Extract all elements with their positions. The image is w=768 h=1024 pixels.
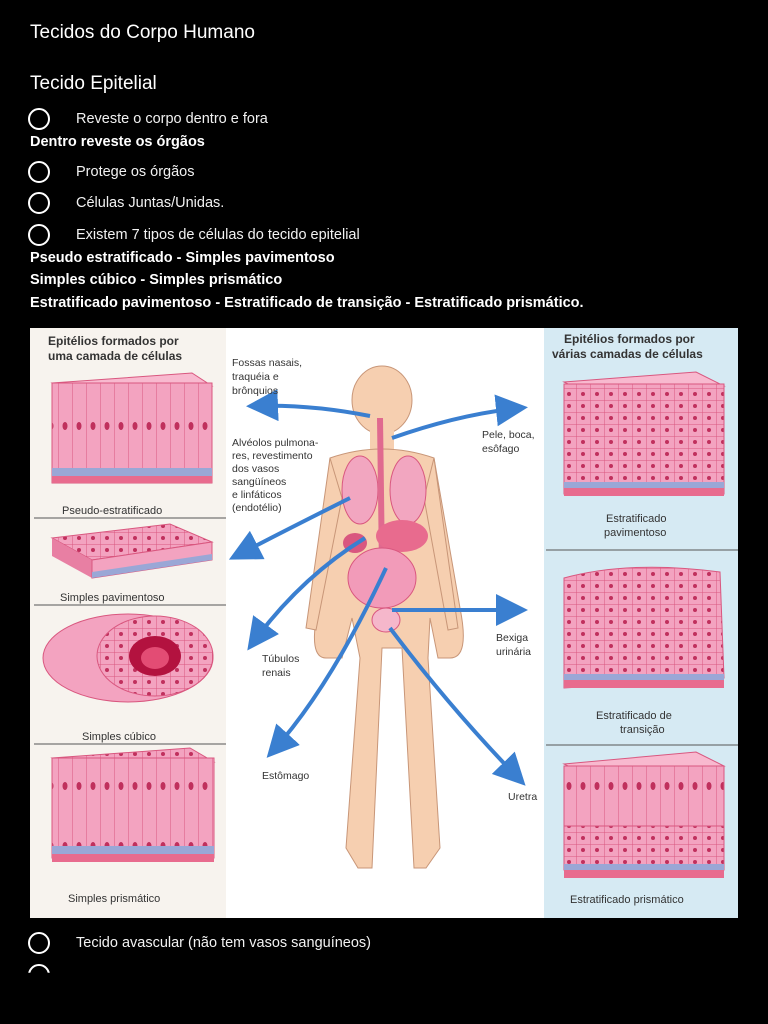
indicator-arrows — [228, 389, 528, 786]
caption-transitional: transição — [620, 724, 665, 736]
organ-labels: Fossas nasais, traquéia e brônquios Alvé… — [232, 357, 537, 803]
simple-squamous-tissue — [50, 523, 214, 579]
radio-circle-icon[interactable] — [28, 932, 50, 954]
label-pele: esôfago — [482, 443, 520, 455]
label-uretra: Uretra — [508, 791, 537, 803]
label-tubulos: Túbulos — [262, 653, 299, 665]
radio-circle-icon[interactable] — [28, 108, 50, 130]
caption-simple-columnar: Simples prismático — [68, 893, 160, 905]
list-item-text: Existem 7 tipos de células do tecido epi… — [76, 227, 360, 243]
list-item: Células Juntas/Unidas. — [28, 190, 224, 216]
label-fossas: traquéia e — [232, 371, 279, 383]
note-text: Dentro reveste os órgãos — [30, 134, 205, 150]
label-bexiga: Bexiga — [496, 632, 528, 644]
left-header-line: Epitélios formados por — [48, 334, 179, 348]
left-header-line: uma camada de células — [48, 349, 182, 363]
caption-transitional: Estratificado de — [596, 710, 672, 722]
note-text: Estratificado pavimentoso - Estratificad… — [30, 295, 584, 311]
stratified-columnar-tissue — [562, 751, 726, 878]
label-estomago: Estômago — [262, 770, 309, 782]
note-text: Pseudo estratificado - Simples pavimento… — [30, 250, 335, 266]
note-text: Simples cúbico - Simples prismático — [30, 272, 283, 288]
caption-simple-cuboidal: Simples cúbico — [82, 731, 156, 743]
stratified-squamous-tissue — [562, 371, 726, 496]
transitional-tissue — [563, 566, 725, 689]
label-pele: Pele, boca, — [482, 429, 535, 441]
label-alveolos: e linfáticos — [232, 489, 282, 501]
list-item-text: Protege os órgãos — [76, 164, 195, 180]
pseudostratified-tissue — [50, 372, 214, 484]
list-item: Tecido avascular (não tem vasos sanguíne… — [28, 930, 371, 956]
caption-stratified-squamous: Estratificado — [606, 513, 667, 525]
list-item: Existem 7 tipos de células do tecido epi… — [28, 222, 360, 248]
label-fossas: brônquios — [232, 385, 278, 397]
list-item: Reveste o corpo dentro e fora — [28, 106, 268, 132]
radio-circle-icon[interactable] — [28, 192, 50, 214]
list-item-text: Células Juntas/Unidas. — [76, 195, 225, 211]
label-alveolos: res, revestimento — [232, 450, 313, 462]
list-item-text: Tecido avascular (não tem vasos sanguíne… — [76, 935, 371, 951]
label-alveolos: Alvéolos pulmona- — [232, 437, 319, 449]
label-alveolos: sangüíneos — [232, 476, 286, 488]
label-fossas: Fossas nasais, — [232, 357, 302, 369]
radio-circle-icon[interactable] — [28, 224, 50, 246]
caption-pseudostratified: Pseudo-estratificado — [62, 505, 162, 517]
caption-stratified-columnar: Estratificado prismático — [570, 894, 684, 906]
simple-columnar-tissue — [50, 747, 216, 862]
radio-circle-icon[interactable] — [28, 161, 50, 183]
label-alveolos: dos vasos — [232, 463, 279, 475]
right-header-line: várias camadas de células — [552, 347, 703, 361]
human-body — [305, 365, 464, 869]
section-title: Tecido Epitelial — [30, 73, 157, 94]
list-item: Protege os órgãos — [28, 159, 195, 185]
simple-cuboidal-tissue — [42, 613, 214, 703]
page-title: Tecidos do Corpo Humano — [30, 22, 255, 43]
epithelium-figure: Epitélios formados por uma camada de cél… — [30, 328, 738, 918]
label-bexiga: urinária — [496, 646, 531, 658]
caption-simple-squamous: Simples pavimentoso — [60, 592, 165, 604]
list-item-text: Reveste o corpo dentro e fora — [76, 111, 268, 127]
label-alveolos: (endotélio) — [232, 502, 282, 514]
epithelium-illustration: Epitélios formados por uma camada de cél… — [30, 328, 738, 918]
radio-circle-icon[interactable] — [28, 964, 50, 973]
right-header-line: Epitélios formados por — [564, 332, 695, 346]
label-tubulos: renais — [262, 667, 291, 679]
caption-stratified-squamous: pavimentoso — [604, 527, 666, 539]
